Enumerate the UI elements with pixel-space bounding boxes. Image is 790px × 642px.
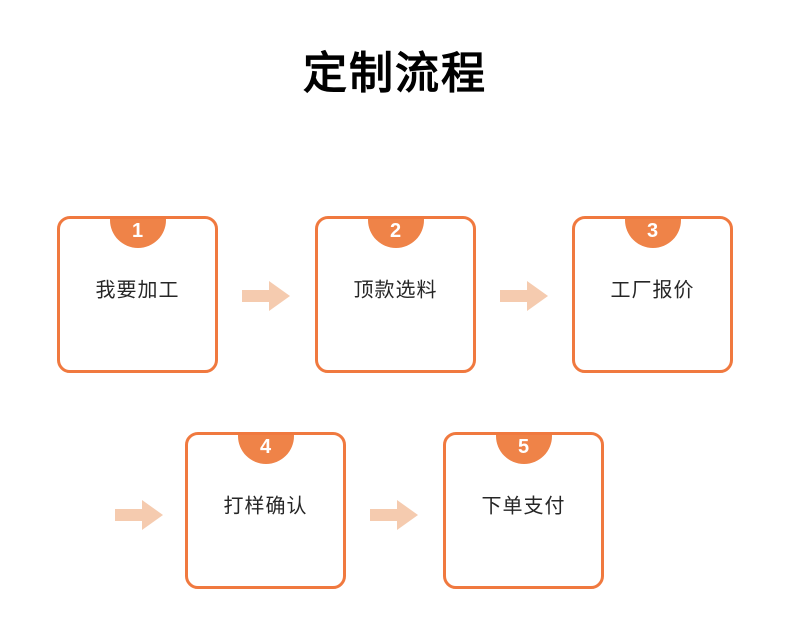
- step-number-badge: 5: [495, 435, 552, 464]
- step-number-badge: 2: [367, 219, 424, 248]
- step-card-3: 3 工厂报价: [572, 216, 733, 373]
- arrow-head: [397, 500, 418, 530]
- right-arrow-icon: [115, 500, 163, 530]
- step-number: 1: [131, 220, 144, 242]
- right-arrow-icon: [242, 281, 290, 311]
- step-label: 工厂报价: [610, 279, 695, 302]
- arrow-head: [527, 281, 548, 311]
- page-title: 定制流程: [303, 49, 487, 98]
- step-number: 5: [517, 436, 530, 458]
- arrow-tail: [115, 509, 142, 521]
- step-number-badge: 1: [109, 219, 166, 248]
- right-arrow-icon: [500, 281, 548, 311]
- arrow-tail: [370, 509, 397, 521]
- step-label: 我要加工: [95, 279, 180, 302]
- arrow-tail: [500, 290, 527, 302]
- right-arrow-icon: [370, 500, 418, 530]
- step-number: 3: [646, 220, 659, 242]
- arrow-tail: [242, 290, 269, 302]
- step-number-badge: 4: [237, 435, 294, 464]
- step-label: 顶款选料: [353, 279, 438, 302]
- arrow-head: [142, 500, 163, 530]
- step-card-2: 2 顶款选料: [315, 216, 476, 373]
- step-label: 打样确认: [223, 495, 308, 518]
- step-card-1: 1 我要加工: [57, 216, 218, 373]
- step-label: 下单支付: [481, 495, 566, 518]
- step-number-badge: 3: [624, 219, 681, 248]
- step-card-4: 4 打样确认: [185, 432, 346, 589]
- arrow-head: [269, 281, 290, 311]
- step-number: 4: [259, 436, 272, 458]
- step-number: 2: [389, 220, 402, 242]
- step-card-5: 5 下单支付: [443, 432, 604, 589]
